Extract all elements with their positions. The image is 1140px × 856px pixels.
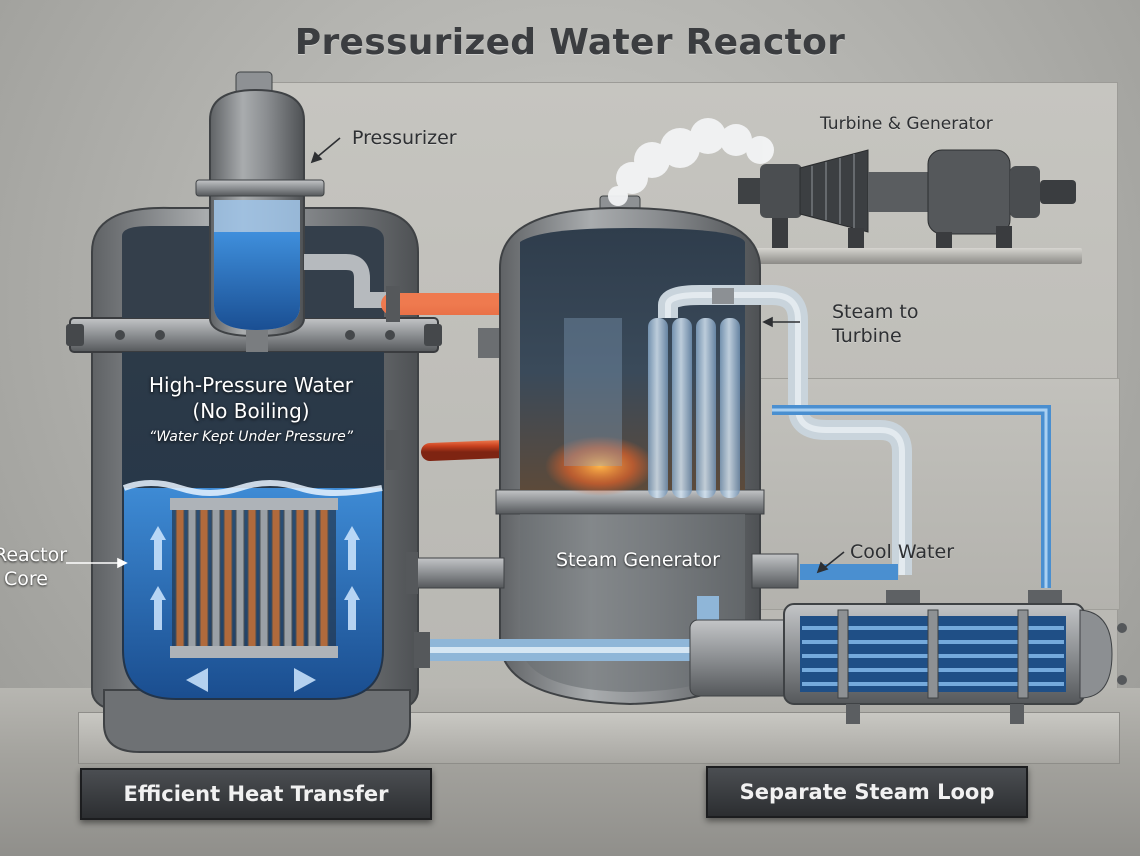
label-high-pressure-water: High-Pressure Water (No Boiling) “Water … <box>120 372 382 450</box>
label-pressurizer: Pressurizer <box>352 127 457 149</box>
steam-cloud <box>608 118 774 206</box>
label-steam-to-turbine-line2: Turbine <box>832 325 902 347</box>
heat-exchanger-tubes <box>648 318 740 498</box>
label-cool-water: Cool Water <box>850 541 954 563</box>
diagram-title: Pressurized Water Reactor <box>294 22 846 63</box>
turbine-generator <box>738 149 1076 248</box>
label-steam-to-turbine-line1: Steam to <box>832 301 919 323</box>
label-steam-to-turbine: Steam to Turbine <box>832 300 918 348</box>
label-reactor-core-line1: Reactor <box>0 544 68 566</box>
label-high-pressure-sub: “Water Kept Under Pressure” <box>148 429 354 445</box>
label-reactor-core-line2: Core <box>4 568 48 590</box>
steam-pipe <box>608 118 912 575</box>
pressurizer <box>195 71 400 352</box>
label-steam-generator: Steam Generator <box>556 549 720 571</box>
turbine-shelf <box>756 248 1082 264</box>
label-pointers <box>66 137 845 574</box>
label-high-pressure-line1: High-Pressure Water <box>148 373 354 397</box>
steam-generator <box>406 195 799 706</box>
label-reactor-core: Reactor Core <box>0 543 67 591</box>
fuel-rods <box>170 498 338 658</box>
banner-left: Efficient Heat Transfer <box>80 768 432 820</box>
label-turbine-generator: Turbine & Generator <box>820 114 993 134</box>
banner-right: Separate Steam Loop <box>706 766 1028 818</box>
condenser <box>689 603 1127 724</box>
label-high-pressure-line2: (No Boiling) <box>192 399 310 423</box>
